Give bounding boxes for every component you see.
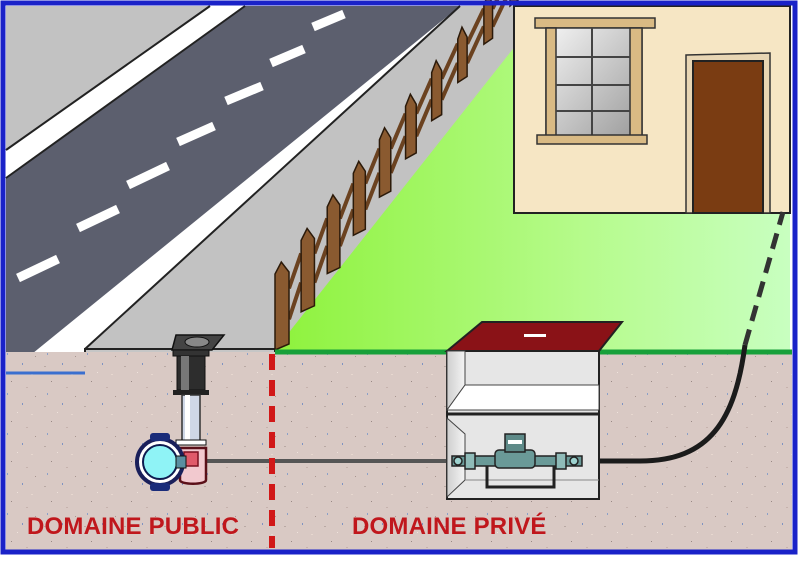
wooden-fence — [274, 0, 519, 352]
fence-rail — [465, 25, 486, 64]
fence-rail — [338, 182, 356, 220]
fence-rail — [287, 252, 304, 290]
fence-rail — [363, 147, 382, 185]
water-main-pipe-icon — [135, 433, 187, 491]
fence-rail — [465, 7, 486, 45]
fence-picket — [483, 0, 494, 46]
fence-rail — [363, 172, 382, 211]
private-domain-label: DOMAINE PRIVÉ — [352, 513, 547, 540]
fence-picket — [430, 58, 443, 122]
fence-picket — [300, 227, 316, 313]
ground — [6, 352, 792, 552]
sidewalk-near — [85, 6, 520, 350]
fence-picket — [274, 260, 290, 352]
meter-pit-icon — [444, 321, 625, 500]
fence-rail — [388, 135, 408, 174]
fence-rail — [312, 217, 330, 255]
road — [6, 6, 460, 375]
service-pipe-to-house — [580, 344, 748, 464]
fence-rail — [287, 281, 304, 320]
water-meter-icon — [451, 433, 583, 489]
street-stop-valve-icon — [171, 334, 226, 485]
fence-picket — [352, 159, 367, 237]
road-lane-markings — [16, 9, 346, 283]
fence-rail — [388, 112, 408, 150]
fence-rail — [338, 208, 356, 247]
fence-rail — [439, 42, 460, 80]
house-icon — [513, 5, 791, 214]
fence-picket — [457, 25, 468, 84]
fence-picket — [326, 193, 341, 275]
fence-rail — [312, 245, 330, 284]
fence-rail — [414, 98, 434, 138]
fence-picket — [378, 126, 392, 199]
public-domain-label: DOMAINE PUBLIC — [27, 513, 240, 540]
fence-rail — [439, 62, 460, 101]
fence-rail — [414, 77, 434, 115]
fence-picket — [404, 92, 417, 161]
fence-rail — [490, 0, 508, 28]
